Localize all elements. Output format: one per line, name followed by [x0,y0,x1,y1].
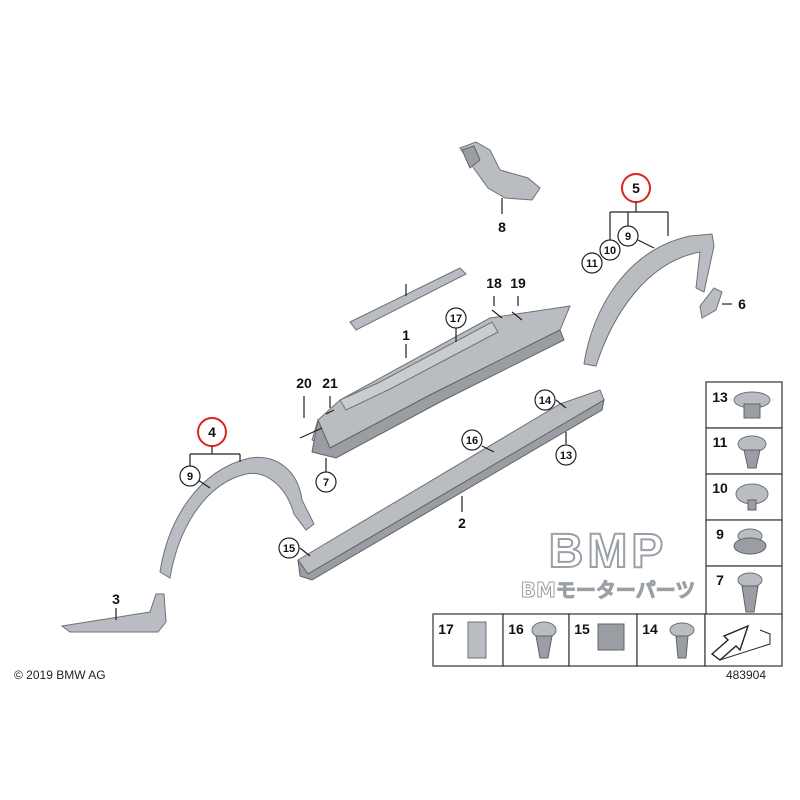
circle-9-right: 9 [625,231,631,243]
circle-15: 15 [283,543,295,555]
part-5-wheel-arch-rear [583,233,715,367]
clip-7-icon [737,572,763,613]
label-21: 21 [322,375,338,391]
part-4-wheel-arch-front [159,456,315,579]
circle-14: 14 [539,395,552,407]
legend-16: 16 [508,621,524,637]
diagram-number: 483904 [726,668,766,682]
part-3-mud-flap [60,593,167,633]
clip-11-icon [737,435,767,469]
label-2: 2 [458,515,466,531]
direction-arrow-icon [710,624,771,661]
legend-bottom: 17 16 15 14 [432,613,783,667]
label-18: 18 [486,275,502,291]
circle-10: 10 [604,245,616,257]
part-6-bracket [699,287,723,319]
label-1: 1 [402,327,410,343]
label-4: 4 [208,424,216,440]
legend-9: 9 [716,526,724,542]
label-6: 6 [738,296,746,312]
clip-10-icon [735,483,769,511]
clip-15-icon [597,623,625,651]
part-8-trim-piece [459,141,541,201]
label-20: 20 [296,375,312,391]
circle-13: 13 [560,450,572,462]
legend-13: 13 [712,389,728,405]
clip-13-icon [733,391,771,419]
legend-side: 13 11 10 9 7 [705,381,783,621]
legend-7: 7 [716,572,724,588]
watermark-subtitle: BMモーターパーツ [521,578,696,602]
legend-15: 15 [574,621,590,637]
circle-11: 11 [586,258,598,270]
label-8: 8 [498,219,506,235]
clip-9-icon [733,528,767,555]
legend-17: 17 [438,621,454,637]
clip-17-icon [467,621,487,659]
label-3: 3 [112,591,120,607]
circle-17: 17 [450,313,462,325]
copyright-text: © 2019 BMW AG [14,668,106,682]
legend-11: 11 [713,434,728,450]
circle-7: 7 [323,477,329,489]
label-5: 5 [632,180,640,196]
label-19: 19 [510,275,526,291]
part-2-side-skirt [297,389,605,581]
legend-14: 14 [642,621,658,637]
legend-10: 10 [712,480,728,496]
clip-16-icon [531,621,557,659]
circle-9-left: 9 [187,471,193,483]
watermark-title: BMP [549,525,668,578]
circle-16: 16 [466,435,478,447]
clip-14-icon [669,622,695,659]
part-1-sill [311,305,571,459]
trim-strip [349,267,467,331]
